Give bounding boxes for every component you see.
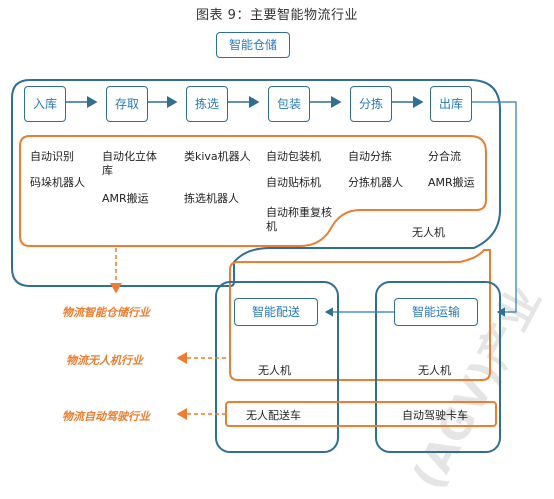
item-palletizing-robot: 码垛机器人 xyxy=(30,176,85,189)
item-weight-check: 自动称重复核机 xyxy=(266,206,332,233)
item-auto-packing: 自动包装机 xyxy=(266,150,321,163)
item-kiva-robot: 类kiva机器人 xyxy=(184,150,251,163)
figure-title: 图表 9：主要智能物流行业 xyxy=(196,8,358,23)
diagram-canvas: 图表 9：主要智能物流行业 (AGV)产业 xyxy=(11,8,550,497)
item-picking-robot: 拣选机器人 xyxy=(184,192,239,205)
stage-sorting: 分拣 xyxy=(350,86,392,122)
items-orange-frame xyxy=(19,135,487,247)
item-sorting-robot: 分拣机器人 xyxy=(348,176,403,189)
item-amr-handling-2: AMR搬运 xyxy=(428,176,475,189)
smart-delivery-box: 智能配送 xyxy=(234,298,318,326)
stage-storage: 存取 xyxy=(106,86,148,122)
smart-transport-box: 智能运输 xyxy=(394,298,478,326)
item-amr-handling-1: AMR搬运 xyxy=(102,192,149,205)
industry-autonomous-label: 物流自动驾驶行业 xyxy=(62,410,150,423)
diagram-lines xyxy=(11,79,517,453)
stage-packing: 包装 xyxy=(268,86,310,122)
industry-drone-label: 物流无人机行业 xyxy=(66,354,143,367)
item-warehouse-drone: 无人机 xyxy=(412,226,445,239)
transport-truck: 自动驾驶卡车 xyxy=(402,409,468,422)
transport-drone: 无人机 xyxy=(418,364,451,377)
industry-warehouse-label: 物流智能仓储行业 xyxy=(62,306,150,319)
item-auto-sorting: 自动分拣 xyxy=(348,150,392,163)
item-auto-labeling: 自动贴标机 xyxy=(266,176,321,189)
delivery-vehicle: 无人配送车 xyxy=(246,409,301,422)
transport-frame xyxy=(375,281,501,453)
lower-orange-frame xyxy=(229,249,491,381)
stage-picking: 拣选 xyxy=(186,86,228,122)
stage-outbound: 出库 xyxy=(430,86,472,122)
item-automated-storage: 自动化立体库 xyxy=(102,150,157,177)
stage-inbound: 入库 xyxy=(24,86,66,122)
delivery-frame xyxy=(215,281,339,453)
delivery-drone: 无人机 xyxy=(258,364,291,377)
smart-warehouse-box: 智能仓储 xyxy=(216,32,290,58)
item-merge-divert: 分合流 xyxy=(428,150,461,163)
item-auto-identification: 自动识别 xyxy=(30,150,74,163)
